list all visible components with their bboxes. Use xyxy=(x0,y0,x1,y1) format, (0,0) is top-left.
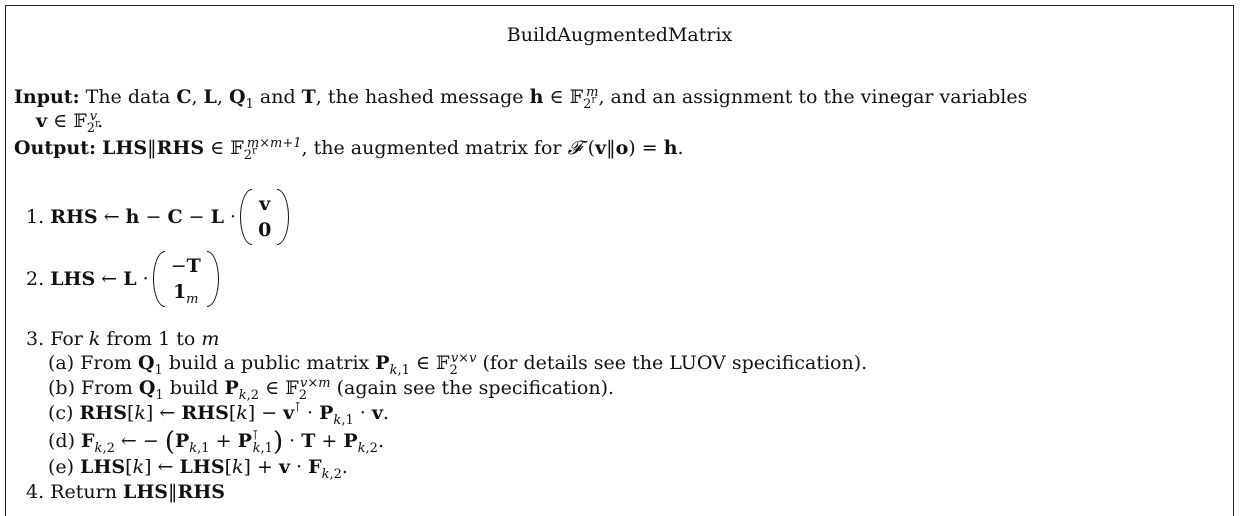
step-1-number: 1. xyxy=(26,206,45,228)
algorithm-title: BuildAugmentedMatrix xyxy=(506,24,733,46)
step-2-number: 2. xyxy=(26,268,45,290)
step-3d: (d) Fk,2 ← − (Pk,1 + P⊺k,1) · T + Pk,2. xyxy=(48,427,384,457)
step-3b-from: From xyxy=(81,377,133,399)
input-text-d: , and an assignment to the vinegar varia… xyxy=(598,86,1028,108)
input-line: Input: The data C, L, Q1 and T, the hash… xyxy=(14,84,1028,112)
step-3-from: from 1 to xyxy=(106,328,196,350)
step-3b: (b) From Q1 build Pk,2 ∈ 𝔽2v×m (again se… xyxy=(48,375,615,403)
input-label: Input: xyxy=(14,86,80,108)
step-3b-text: build xyxy=(169,377,219,399)
step-3b-label: (b) xyxy=(48,377,75,399)
output-label: Output: xyxy=(14,137,97,159)
step-3c: (c) RHS[k] ← RHS[k] − v⊺ · Pk,1 · v. xyxy=(48,400,389,428)
step-3c-label: (c) xyxy=(48,402,74,424)
output-text-a: , the augmented matrix for xyxy=(301,137,568,159)
input-text-c: , the hashed message xyxy=(315,86,530,108)
step-3e-label: (e) xyxy=(48,456,75,478)
step-3a-label: (a) xyxy=(48,352,75,374)
step-3: 3. For k from 1 to m xyxy=(26,328,220,350)
step-3a-text: build a public matrix xyxy=(168,352,370,374)
step-3-text: For xyxy=(50,328,83,350)
step-3a: (a) From Q1 build a public matrix Pk,1 ∈… xyxy=(48,350,868,378)
step-3a-from: From xyxy=(80,352,132,374)
algorithm-box: BuildAugmentedMatrix Input: The data C, … xyxy=(5,5,1234,516)
step-3a-tail: (for details see the LUOV specification)… xyxy=(482,352,868,374)
step-4: 4. Return LHS‖RHS xyxy=(26,481,225,503)
input-line-2: v ∈ 𝔽2rv. xyxy=(36,108,104,136)
step-3-number: 3. xyxy=(26,328,45,350)
step-3e: (e) LHS[k] ← LHS[k] + v · Fk,2. xyxy=(48,456,348,482)
output-line: Output: LHS‖RHS ∈ 𝔽2rm×m+1, the augmente… xyxy=(14,135,684,163)
step-4-number: 4. xyxy=(26,481,45,503)
step-3d-label: (d) xyxy=(48,430,75,452)
step-4-text: Return xyxy=(50,481,117,503)
input-text-b: and xyxy=(253,86,302,108)
input-text-a: The data xyxy=(85,86,177,108)
step-3b-tail: (again see the specification). xyxy=(336,377,615,399)
